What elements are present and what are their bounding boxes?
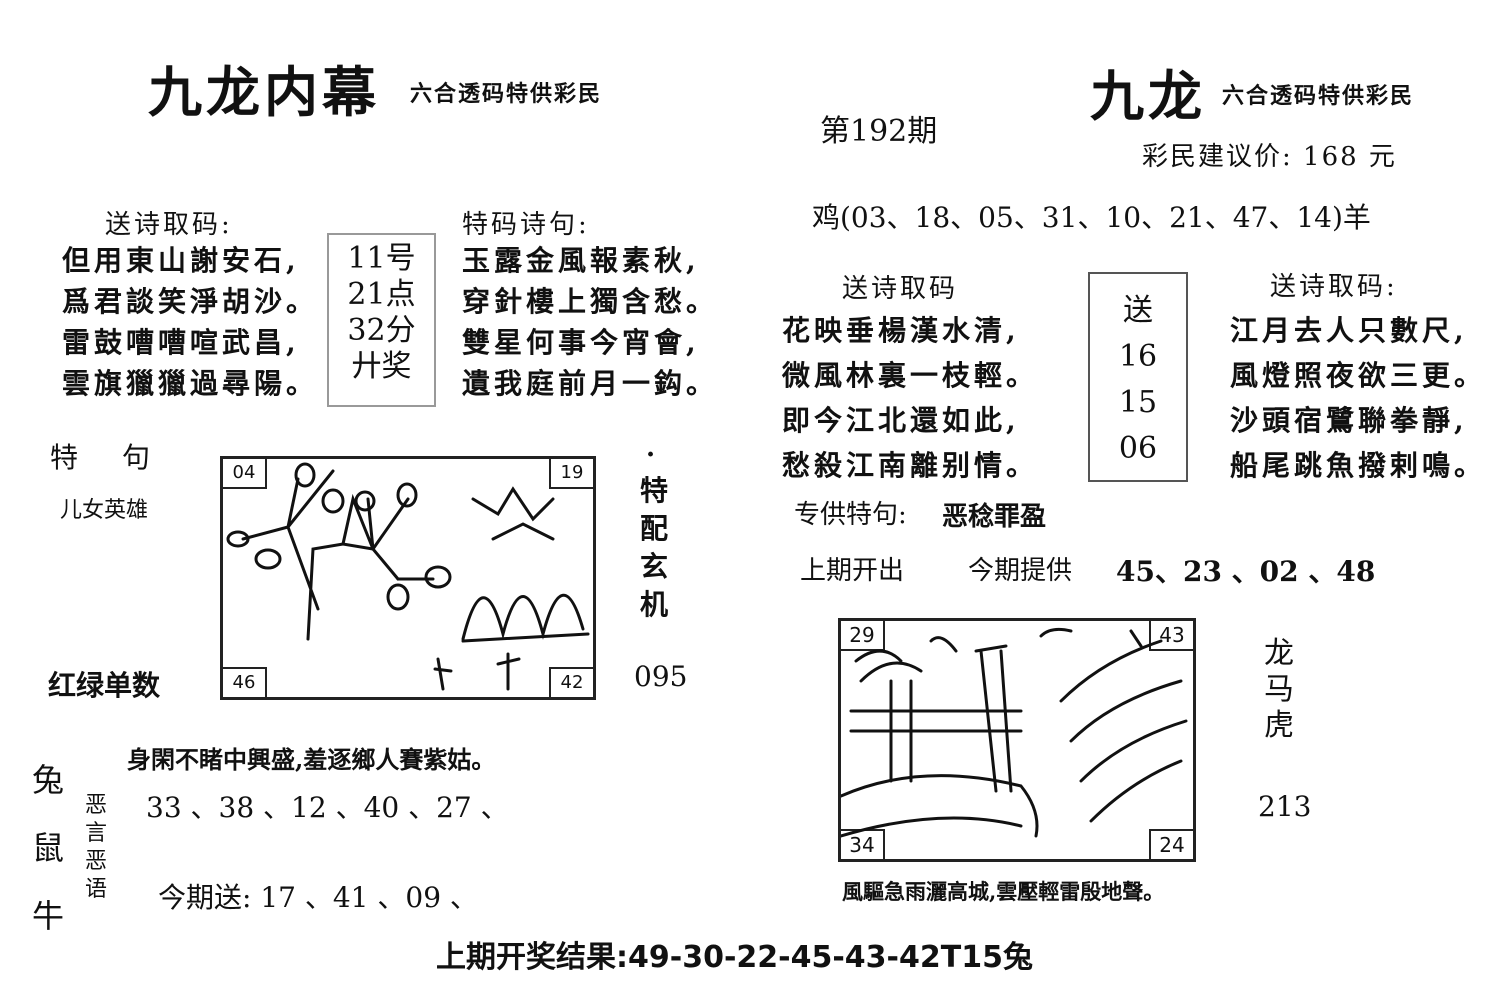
price: 彩民建议价: 168 元	[1142, 142, 1397, 172]
right-subtitle: 六合透码特供彩民	[1222, 83, 1415, 109]
left-vertical-dot: ·	[646, 440, 656, 470]
right-special-text: 恶稔罪盈	[942, 502, 1047, 532]
right-special-label: 专供特句:	[794, 500, 907, 530]
poem-line: 即今江北還如此,	[782, 404, 1020, 437]
right-poem1: 花映垂楊漢水清, 微風林裏一枝輕。 即今江北還如此, 愁殺江南離别情。	[782, 308, 1038, 488]
left-vertical-words: 特 配 玄 机	[637, 472, 671, 624]
box-line: 32分	[347, 313, 416, 348]
chicken-numbers: 鸡(03、18、05、31、10、21、47、14)羊	[812, 201, 1371, 234]
left-redgreen: 红绿单数	[48, 669, 161, 702]
vertical-char: 马	[1264, 672, 1294, 707]
poem-line: 雲旗獵獵過尋陽。	[62, 367, 319, 400]
left-poem2: 玉露金風報素秋, 穿針樓上獨含愁。 雙星何事今宵會, 遺我庭前月一鈎。	[462, 240, 718, 404]
left-send-numbers: 今期送: 17 、41 、09 、	[158, 881, 478, 914]
last-issue-label: 上期开出	[800, 556, 905, 586]
right-title: 九龙	[1090, 64, 1206, 128]
left-evil-label: 恶 言 恶 语	[82, 792, 110, 904]
flower-sketch	[226, 462, 590, 691]
poem-line: 江月去人只數尺,	[1230, 314, 1468, 347]
vertical-char: 机	[639, 588, 668, 621]
right-vertical-words: 龙 马 虎	[1262, 636, 1296, 744]
corner-number: 19	[549, 459, 593, 489]
evil-char: 恶	[84, 793, 107, 818]
evil-char: 语	[84, 877, 107, 902]
left-evil-numbers: 33 、38 、12 、40 、27 、	[146, 791, 509, 824]
last-draw-result: 上期开奖结果:49-30-22-45-43-42T15兔	[436, 940, 1033, 975]
vertical-char: 玄	[639, 550, 668, 583]
left-poem1-header: 送诗取码:	[105, 210, 233, 240]
right-poem2: 江月去人只數尺, 風燈照夜欲三更。 沙頭宿鷺聯拳靜, 船尾跳魚撥剌鳴。	[1230, 308, 1486, 488]
provide-numbers: 45、23 、02 、48	[1116, 555, 1376, 588]
left-picture: 04 19 46 42	[220, 456, 596, 700]
left-poem1: 但用東山謝安石, 爲君談笑淨胡沙。 雷鼓嘈嘈喧武昌, 雲旗獵獵過尋陽。	[62, 240, 318, 404]
poem-line: 沙頭宿鷺聯拳靜,	[1230, 404, 1468, 437]
poem-line: 雙星何事今宵會,	[462, 326, 700, 359]
corner-number: 04	[223, 459, 267, 489]
corner-number: 46	[223, 667, 267, 697]
box-line: 15	[1118, 385, 1158, 420]
right-vertical-number: 213	[1258, 790, 1312, 823]
box-line: 送	[1123, 293, 1153, 328]
poem-line: 穿針樓上獨含愁。	[462, 285, 719, 318]
vertical-char: 虎	[1264, 708, 1294, 743]
poem-line: 愁殺江南離别情。	[782, 449, 1039, 482]
corner-number: 24	[1149, 829, 1193, 859]
poem-line: 爲君談笑淨胡沙。	[62, 285, 319, 318]
box-line: 廾奖	[351, 349, 412, 384]
poem-line: 微風林裏一枝輕。	[782, 359, 1039, 392]
left-zodiac: 兔 鼠 牛	[28, 746, 68, 950]
left-code-box: 11号 21点 32分 廾奖	[327, 233, 436, 407]
right-poem2-header: 送诗取码:	[1270, 272, 1398, 302]
poem-line: 遺我庭前月一鈎。	[462, 367, 719, 400]
box-line: 16	[1118, 339, 1158, 374]
left-title: 九龙内幕	[148, 60, 380, 124]
zodiac-char: 牛	[31, 897, 64, 935]
corner-number: 43	[1149, 621, 1193, 651]
zodiac-char: 兔	[31, 761, 64, 799]
corner-number: 29	[841, 621, 885, 651]
poem-line: 船尾跳魚撥剌鳴。	[1230, 449, 1487, 482]
provide-label: 今期提供	[968, 556, 1073, 586]
left-special-label: 特 句	[50, 441, 159, 474]
box-line: 11号	[347, 241, 416, 276]
evil-char: 恶	[84, 849, 107, 874]
issue-number: 第192期	[820, 114, 938, 149]
left-special-text: 儿女英雄	[60, 498, 149, 523]
left-poem2-header: 特码诗句:	[462, 210, 590, 240]
box-line: 06	[1118, 431, 1158, 466]
zodiac-char: 鼠	[31, 829, 64, 867]
left-vertical-number: 095	[634, 660, 688, 693]
right-poem-line: 風驅急雨灑高城,雲壓輕雷殷地聲。	[842, 879, 1165, 904]
corner-number: 42	[549, 667, 593, 697]
vertical-char: 特	[639, 474, 668, 507]
poem-line: 風燈照夜欲三更。	[1230, 359, 1487, 392]
box-line: 21点	[347, 277, 416, 312]
right-picture: 29 43 34 24	[838, 618, 1196, 862]
right-poem1-header: 送诗取码	[842, 274, 959, 304]
city-rain-sketch	[841, 627, 1188, 838]
left-poem-line: 身閑不睹中興盛,羞逐鄉人賽紫姑。	[127, 745, 496, 774]
right-code-box: 送 16 15 06	[1088, 272, 1188, 482]
poem-line: 雷鼓嘈嘈喧武昌,	[62, 326, 300, 359]
evil-char: 言	[84, 821, 107, 846]
vertical-char: 龙	[1264, 636, 1294, 671]
poem-line: 花映垂楊漢水清,	[782, 314, 1020, 347]
left-subtitle: 六合透码特供彩民	[410, 81, 603, 107]
poem-line: 但用東山謝安石,	[62, 244, 300, 277]
vertical-char: 配	[639, 512, 668, 545]
poem-line: 玉露金風報素秋,	[462, 244, 700, 277]
